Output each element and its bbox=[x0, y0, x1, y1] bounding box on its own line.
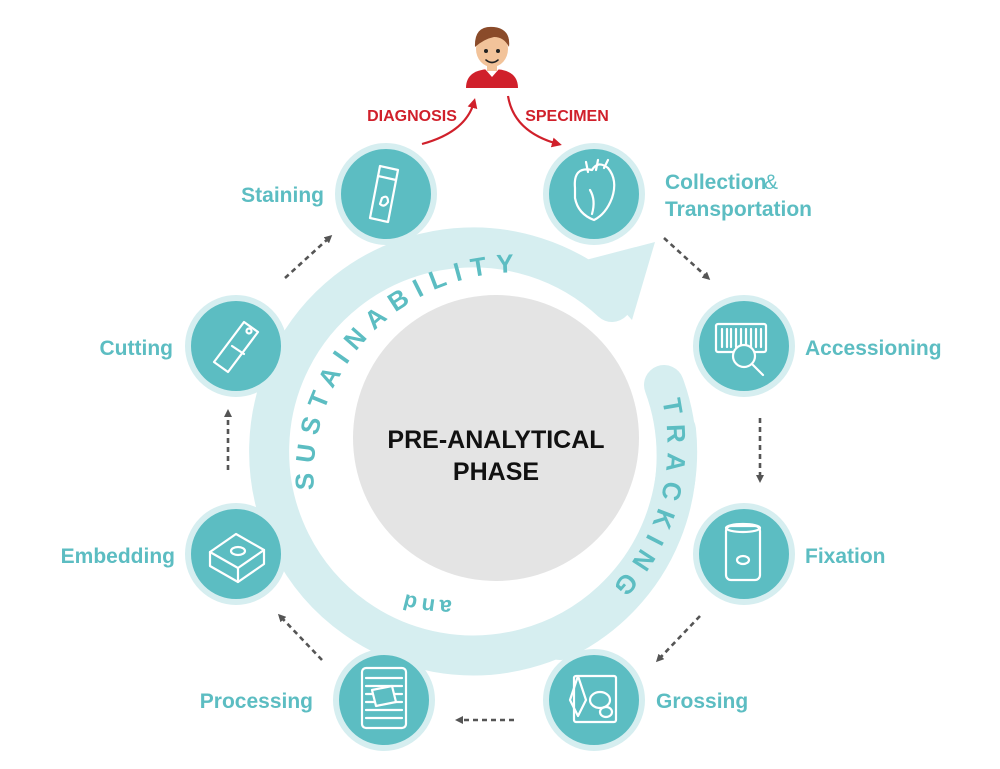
step-label-transportation: Transportation bbox=[665, 198, 812, 221]
step-label-collection-amp: & bbox=[764, 171, 778, 194]
step-label-grossing: Grossing bbox=[656, 690, 748, 713]
svg-text:and: and bbox=[397, 588, 453, 620]
blade-icon bbox=[212, 320, 260, 374]
heart-icon bbox=[573, 158, 616, 222]
step-label-staining: Staining bbox=[241, 184, 324, 207]
connector-fixation-grossing bbox=[655, 615, 701, 663]
cassette-icon bbox=[360, 666, 408, 730]
step-collection-transportation[interactable] bbox=[543, 143, 645, 245]
center-circle bbox=[353, 295, 639, 581]
step-embedding[interactable] bbox=[185, 503, 287, 605]
step-label-processing: Processing bbox=[200, 690, 313, 713]
patient-avatar-icon bbox=[466, 26, 518, 88]
step-label-accessioning: Accessioning bbox=[805, 337, 942, 360]
diagnosis-arrow bbox=[421, 98, 478, 146]
specimen-label: SPECIMEN bbox=[525, 108, 609, 125]
sustainability-ring bbox=[249, 227, 698, 676]
connector-cutting-staining bbox=[284, 234, 333, 279]
connector-processing-embedding bbox=[277, 613, 323, 661]
step-cutting[interactable] bbox=[185, 295, 287, 397]
center-title-line2: PHASE bbox=[453, 458, 539, 486]
embedding-block-icon bbox=[208, 532, 266, 584]
specimen-arrow bbox=[506, 95, 562, 148]
ring-text-and: and bbox=[397, 588, 449, 620]
step-label-fixation: Fixation bbox=[805, 545, 886, 568]
step-accessioning[interactable] bbox=[693, 295, 795, 397]
step-label-embedding: Embedding bbox=[61, 545, 175, 568]
connector-collection-accessioning bbox=[663, 237, 711, 281]
specimen-container-icon bbox=[724, 522, 762, 582]
step-label-cutting: Cutting bbox=[100, 337, 173, 360]
slide-icon bbox=[368, 164, 400, 224]
diagnosis-label: DIAGNOSIS bbox=[367, 108, 457, 125]
step-fixation[interactable] bbox=[693, 503, 795, 605]
center-title-line1: PRE-ANALYTICAL bbox=[387, 426, 604, 454]
step-label-collection: Collection bbox=[665, 171, 767, 194]
step-processing[interactable] bbox=[333, 649, 435, 751]
barcode-magnifier-icon bbox=[714, 322, 768, 377]
cycle-connectors bbox=[224, 234, 764, 724]
step-grossing[interactable] bbox=[543, 649, 645, 751]
scalpel-tissue-icon bbox=[568, 674, 618, 724]
step-staining[interactable] bbox=[335, 143, 437, 245]
